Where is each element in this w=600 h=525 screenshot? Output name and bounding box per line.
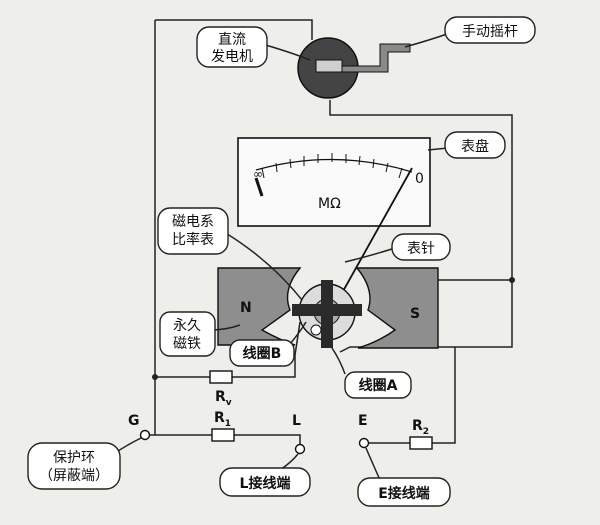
infinity-symbol: ∞	[253, 167, 263, 181]
crank-callout	[404, 32, 451, 48]
coil-a-bar	[321, 280, 333, 348]
crank-label: 手动摇杆	[462, 24, 518, 40]
terminal-l	[294, 443, 306, 455]
north-label: N	[240, 300, 252, 316]
crank-label-box	[444, 16, 536, 44]
ratio-meter-label-line2: 比率表	[172, 231, 214, 248]
magnet-label-box	[159, 311, 216, 357]
l-terminal-label-box	[219, 467, 311, 497]
crank-handle	[341, 43, 411, 73]
e-terminal-callout	[365, 447, 381, 481]
terminal-g	[139, 429, 151, 441]
wire-rv-right	[232, 355, 296, 378]
coil-b-label: 线圈B	[243, 345, 282, 362]
dial-label-box	[444, 131, 506, 159]
terminal-e	[358, 437, 370, 449]
wire-top	[155, 19, 313, 40]
wire-right-vertical	[329, 100, 513, 280]
coil-b-label-box	[229, 339, 295, 367]
magnet-label-line1: 永久	[173, 318, 201, 334]
dial-scale-arc	[255, 158, 413, 173]
needle-label: 表针	[407, 241, 435, 257]
r2-label: R2	[412, 418, 429, 437]
wire-r1-right	[234, 434, 301, 445]
e-label: E	[358, 413, 368, 429]
generator-shaft	[315, 59, 343, 73]
resistor-r2	[409, 436, 433, 450]
dial-unit-label: MΩ	[318, 196, 341, 212]
needle-callout	[344, 247, 396, 263]
guard-label-line2: （屏蔽端）	[39, 468, 109, 484]
dial-label: 表盘	[461, 138, 489, 155]
junction-dot	[152, 374, 158, 380]
pivot-screw	[310, 324, 322, 336]
g-label: G	[128, 413, 140, 429]
ratio-meter-label-line1: 磁电系	[172, 214, 214, 230]
generator-label-line2: 发电机	[211, 49, 253, 65]
wire-to-coil-b	[294, 321, 301, 356]
coil-a-label-box	[344, 371, 412, 399]
e-terminal-label: E接线端	[378, 485, 430, 502]
rv-label: Rv	[215, 389, 232, 408]
dial-zero-label: 0	[415, 171, 424, 187]
dial-ticks	[261, 153, 403, 179]
l-label: L	[292, 413, 301, 429]
junction-dot	[509, 277, 515, 283]
guard-label-line1: 保护环	[53, 450, 95, 466]
e-terminal-label-box	[357, 477, 451, 507]
magnet-pole-north	[217, 267, 302, 346]
needle-label-box	[391, 233, 451, 261]
magnet-label-line2: 磁铁	[173, 336, 201, 352]
l-terminal-label: L接线端	[240, 475, 291, 492]
coil-a-label: 线圈A	[359, 377, 398, 394]
dial-face	[237, 137, 431, 227]
r1-label: R1	[214, 410, 231, 429]
ratio-meter-label-box	[157, 207, 229, 255]
generator-label-line1: 直流	[218, 31, 246, 48]
magnet-pole-south	[355, 267, 439, 349]
generator-label-box	[196, 26, 268, 68]
generator	[297, 37, 411, 99]
ratio-meter-callout	[223, 231, 303, 301]
dial-infinity-stub	[254, 177, 264, 197]
south-label: S	[410, 306, 420, 322]
resistor-r1	[211, 428, 235, 442]
coil-a-callout	[331, 347, 346, 375]
resistor-rv	[209, 370, 233, 384]
guard-label-box	[27, 442, 121, 490]
wire-r2-right	[432, 347, 456, 444]
coil-assembly	[292, 280, 362, 348]
coil-b-callout	[289, 321, 307, 345]
meter-dial: ∞ 0 MΩ	[237, 137, 431, 227]
